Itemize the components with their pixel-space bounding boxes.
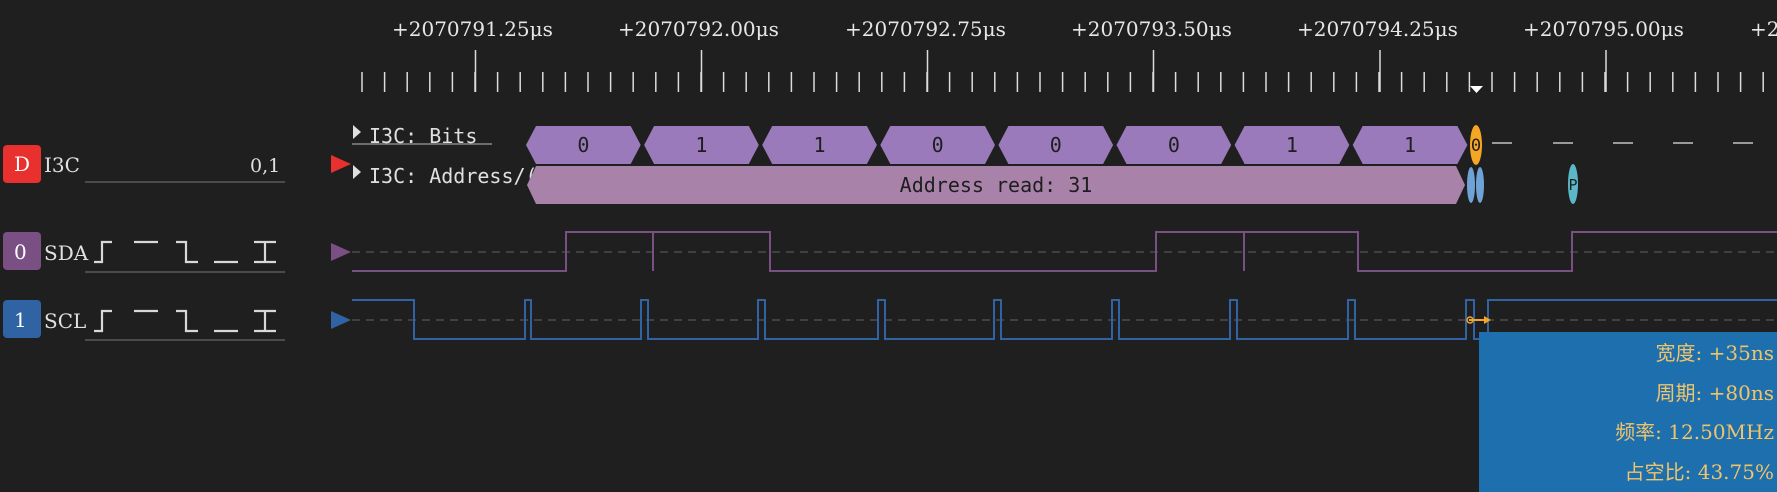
bit-segment-shape bbox=[880, 126, 995, 164]
bit-segment[interactable]: 1 bbox=[1234, 126, 1350, 164]
channel-badge-text: 0 bbox=[14, 240, 27, 264]
channel-badge-text: 1 bbox=[14, 308, 27, 332]
bit-value: 1 bbox=[695, 133, 707, 157]
time-label-2: +2070792.00μs bbox=[618, 17, 779, 41]
sda-trace bbox=[352, 231, 1777, 272]
bit-segment[interactable]: 1 bbox=[1352, 126, 1468, 164]
channel-list: D I3C 0,1 0 SDA 1 SCL bbox=[3, 145, 351, 341]
bit-segment-shape bbox=[1352, 126, 1468, 164]
bit-segment-shape bbox=[1234, 126, 1350, 164]
stop-marker[interactable]: P bbox=[1568, 164, 1578, 204]
channel-badge-text: D bbox=[14, 152, 30, 176]
channel-badge-0[interactable] bbox=[3, 232, 41, 270]
time-label-4: +2070793.50μs bbox=[1071, 17, 1232, 41]
decoder-row-label-address[interactable]: I3C: Address/( bbox=[369, 164, 538, 188]
bit-segment[interactable]: 0 bbox=[1116, 126, 1232, 164]
channel-name-scl: SCL bbox=[44, 309, 86, 333]
bit-segment[interactable]: 1 bbox=[644, 126, 759, 164]
decoder-row-collapse-icon[interactable] bbox=[353, 125, 361, 139]
bit-value: 1 bbox=[814, 133, 826, 157]
any-edge-trigger-icon[interactable] bbox=[254, 240, 276, 264]
time-label-3: +2070792.75μs bbox=[845, 17, 1006, 41]
ack-bit-segment[interactable]: 0 bbox=[1470, 125, 1482, 165]
sda-waveform bbox=[352, 231, 1777, 272]
bit-segment[interactable]: 0 bbox=[526, 126, 641, 164]
trigger-options-scl[interactable] bbox=[94, 309, 276, 333]
ack-bit-value: 0 bbox=[1471, 136, 1481, 156]
bit-value: 0 bbox=[932, 133, 944, 157]
channel-expand-icon[interactable] bbox=[331, 243, 351, 261]
measure-duty: 占空比: 43.75% bbox=[1625, 460, 1774, 484]
time-label-5: +2070794.25μs bbox=[1297, 17, 1458, 41]
channel-row-sda[interactable]: 0 SDA bbox=[3, 232, 351, 273]
channel-name-sda: SDA bbox=[44, 241, 89, 265]
time-ruler[interactable]: +2070791.25μs +2070792.00μs +2070792.75μ… bbox=[361, 17, 1777, 93]
any-edge-trigger-icon[interactable] bbox=[254, 309, 276, 333]
address-segment[interactable]: Address read: 31 bbox=[527, 166, 1465, 204]
cursor-marker-icon[interactable] bbox=[1470, 86, 1483, 93]
trigger-options-sda[interactable] bbox=[94, 240, 276, 264]
bit-value: 0 bbox=[577, 133, 589, 157]
measure-width: 宽度: +35ns bbox=[1656, 341, 1774, 365]
channel-badge-d[interactable] bbox=[3, 145, 41, 183]
bit-segment-shape bbox=[998, 126, 1114, 164]
stop-marker-text: P bbox=[1568, 176, 1577, 194]
measurement-panel: 宽度: +35ns 周期: +80ns 频率: 12.50MHz 占空比: 43… bbox=[1479, 332, 1777, 492]
bit-value: 0 bbox=[1050, 133, 1062, 157]
channel-badge-1[interactable] bbox=[3, 300, 41, 338]
measure-arrow-head bbox=[1484, 316, 1491, 324]
decoder-row-collapse-icon[interactable] bbox=[353, 165, 361, 179]
channel-row-i3c[interactable]: D I3C 0,1 bbox=[3, 145, 351, 183]
bit-segment[interactable]: 1 bbox=[762, 126, 877, 164]
measure-frequency: 频率: 12.50MHz bbox=[1615, 420, 1774, 444]
rising-edge-trigger-icon[interactable] bbox=[94, 240, 112, 264]
repeated-start-marker[interactable] bbox=[1467, 167, 1475, 203]
repeated-start-marker[interactable] bbox=[1476, 167, 1484, 203]
bit-segment-shape bbox=[644, 126, 759, 164]
bit-value: 0 bbox=[1168, 133, 1180, 157]
i3c-bits-row: 0 1 1 0 0 0 1 1 bbox=[526, 126, 1468, 164]
rising-edge-trigger-icon[interactable] bbox=[94, 309, 112, 333]
bit-segment[interactable]: 0 bbox=[880, 126, 995, 164]
channel-value-i3c: 0,1 bbox=[250, 155, 280, 177]
time-label-6: +2070795.00μs bbox=[1523, 17, 1684, 41]
bit-segment-shape bbox=[526, 126, 641, 164]
bit-segment[interactable]: 0 bbox=[998, 126, 1114, 164]
stop-marker-shape[interactable] bbox=[1568, 164, 1578, 204]
pulse-measure-cursor[interactable] bbox=[1466, 316, 1491, 324]
decoder-rows: I3C: Bits I3C: Address/( bbox=[352, 124, 538, 188]
bit-segment-shape bbox=[762, 126, 877, 164]
ack-bit-marker[interactable] bbox=[1470, 125, 1482, 165]
address-end-markers[interactable] bbox=[1467, 167, 1484, 203]
ruler-ticks bbox=[361, 50, 1764, 92]
channel-row-scl[interactable]: 1 SCL bbox=[3, 300, 351, 341]
measure-handle[interactable] bbox=[1466, 316, 1474, 324]
bit-value: 1 bbox=[1286, 133, 1298, 157]
address-segment-text: Address read: 31 bbox=[900, 173, 1093, 197]
scl-trace bbox=[352, 299, 1777, 340]
scl-waveform bbox=[352, 299, 1777, 340]
falling-edge-trigger-icon[interactable] bbox=[176, 240, 198, 264]
channel-expand-icon[interactable] bbox=[331, 311, 351, 329]
channel-name-i3c: I3C bbox=[44, 153, 80, 177]
channel-expand-icon[interactable] bbox=[331, 155, 351, 173]
measurement-panel-bg bbox=[1479, 332, 1777, 492]
measure-period: 周期: +80ns bbox=[1656, 381, 1774, 405]
address-segment-shape[interactable] bbox=[527, 166, 1465, 204]
bit-segment-shape bbox=[1116, 126, 1232, 164]
bit-value: 1 bbox=[1404, 133, 1416, 157]
falling-edge-trigger-icon[interactable] bbox=[176, 309, 198, 333]
time-label-7: +20 bbox=[1750, 17, 1777, 41]
time-label-1: +2070791.25μs bbox=[392, 17, 553, 41]
